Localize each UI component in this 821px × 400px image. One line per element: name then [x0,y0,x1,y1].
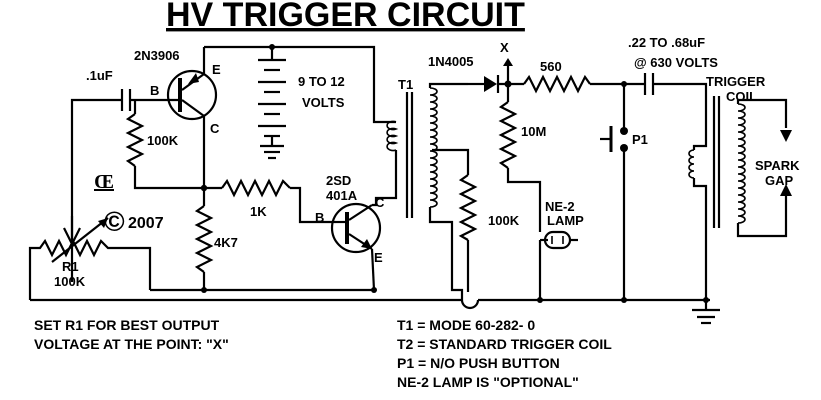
spark-label-2: GAP [765,173,794,188]
diode-1n4005 [484,76,497,92]
q1-label: 2N3906 [134,48,180,63]
push-button-p1 [600,84,628,300]
r1k-label: 1K [250,204,267,219]
cap-label-1: .22 TO .68uF [628,35,705,50]
resistor-100k-base [125,113,145,167]
q2-emitter-label: E [374,250,383,265]
transformer-t1 [386,87,438,218]
r1-value-label: 100K [54,274,86,289]
diode-label: 1N4005 [428,54,474,69]
battery-label-1: 9 TO 12 [298,74,345,89]
r100k-base-label: 100K [147,133,179,148]
resistor-560 [523,74,591,94]
ground-symbol [692,297,720,325]
r1-label: R1 [62,259,79,274]
note-right-4: NE-2 LAMP IS "OPTIONAL" [397,374,579,390]
trigger-coil [688,95,788,300]
c1-label: .1uF [86,68,113,83]
transistor-q2 [330,150,398,291]
q2-base-label: B [315,210,324,225]
ne2-label-1: NE-2 [545,199,575,214]
copyright-year: 2007 [128,215,164,232]
r560-label: 560 [540,59,562,74]
author-logo: Œ [94,171,114,193]
wire-top [204,45,396,124]
ne2-label-2: LAMP [547,213,584,228]
q2-label-1: 2SD [326,173,351,188]
trigger-label-1: TRIGGER [706,74,766,89]
r100k-output-label: 100K [488,213,520,228]
battery-label-2: VOLTS [302,95,345,110]
q2-collector-label: C [375,195,385,210]
q1-collector-label: C [210,121,220,136]
battery [258,47,286,160]
point-x-label: X [500,40,509,55]
spark-gap [780,130,792,196]
q1-emitter-label: E [212,62,221,77]
trigger-label-2: COIL [726,89,757,104]
note-left-1: SET R1 FOR BEST OUTPUT [34,317,220,333]
q2-label-2: 401A [326,188,358,203]
note-left-2: VOLTAGE AT THE POINT: "X" [34,336,229,352]
note-right-3: P1 = N/O PUSH BUTTON [397,355,560,371]
resistor-1k [221,178,291,198]
note-right-1: T1 = MODE 60-282- 0 [397,317,535,333]
resistor-100k-output [458,174,478,241]
r10m-label: 10M [521,124,546,139]
spark-label-1: SPARK [755,158,800,173]
potentiometer-r1 [28,216,152,300]
transistor-q1 [150,47,218,188]
capacitor-output [653,82,708,95]
t1-label: T1 [398,77,413,92]
p1-label: P1 [632,132,648,147]
note-right-2: T2 = STANDARD TRIGGER COIL [397,336,612,352]
r4k7-label: 4K7 [214,235,238,250]
cap-label-2: @ 630 VOLTS [634,55,718,70]
copyright-symbol: © [104,206,125,237]
resistor-10m [498,101,518,169]
q1-base-label: B [150,83,159,98]
ne2-lamp [538,230,578,300]
circuit-title: HV TRIGGER CIRCUIT [166,0,525,34]
resistor-4k7 [194,205,214,273]
